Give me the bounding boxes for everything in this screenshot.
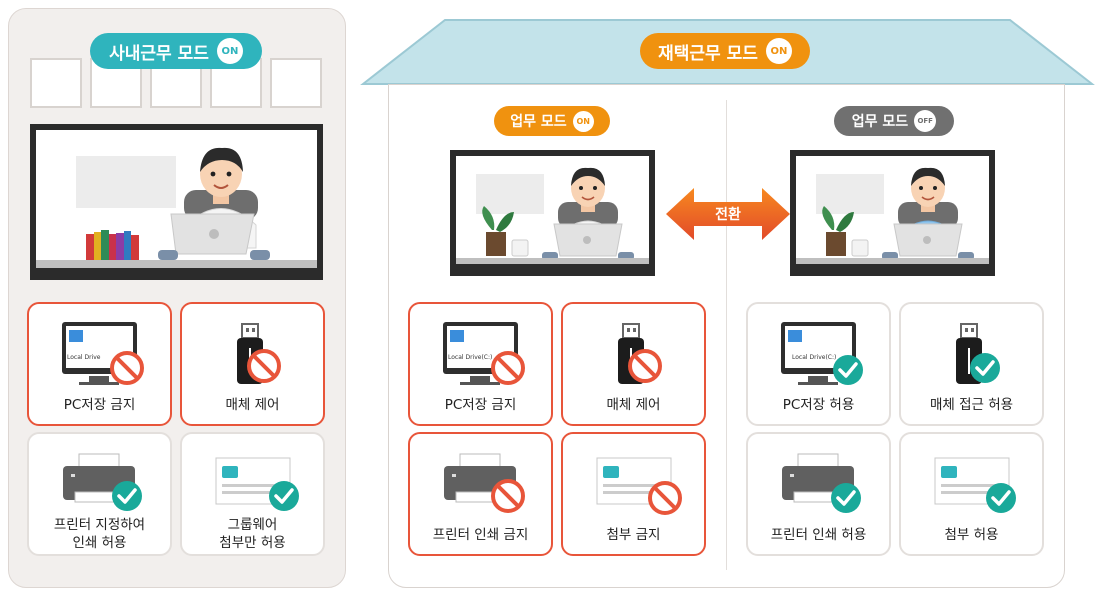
office-mode-switch: ON (216, 38, 243, 64)
printer-icon (63, 453, 142, 511)
work-off-card-label: 매체 접근 허용 (929, 397, 1014, 413)
office-mode-label: 사내근무 모드 (109, 43, 209, 64)
work-on-card-printer: 프린터 인쇄 금지 (408, 432, 553, 556)
office-card-label: 프린터 지정하여 인쇄 허용 (53, 517, 146, 551)
work-on-badge: 업무 모드 ON (494, 106, 610, 136)
work-on-scene (450, 150, 655, 276)
switch-label: 전환 (715, 207, 741, 223)
office-mode-badge: 사내근무 모드 ON (90, 33, 262, 69)
work-off-card-label: PC저장 허용 (782, 397, 855, 413)
office-worker-illustration (36, 147, 317, 268)
home-mode-badge: 재택근무 모드 ON (640, 33, 810, 69)
usb-icon (618, 323, 662, 384)
work-off-switch: OFF (914, 110, 937, 132)
work-off-card-label: 프린터 인쇄 허용 (770, 527, 867, 543)
office-card-label: 그룹웨어 첨부만 허용 (219, 517, 286, 551)
mode-divider (726, 100, 727, 570)
office-card-pc-storage: Local Drive PC저장 금지 (27, 302, 172, 426)
printer-icon (782, 453, 861, 513)
office-card-label: 매체 제어 (225, 397, 280, 413)
home-mode-label: 재택근무 모드 (658, 43, 758, 64)
office-card-media-control: 매체 제어 (180, 302, 325, 426)
attachment-icon (934, 457, 1016, 513)
pc-local-drive-text: Local Drive(C:) (448, 354, 493, 361)
attachment-icon (215, 457, 299, 511)
pc-local-drive-icon (62, 322, 144, 385)
work-off-badge: 업무 모드 OFF (834, 106, 954, 136)
work-on-card-attachment: 첨부 금지 (561, 432, 706, 556)
office-card-printer: 프린터 지정하여 인쇄 허용 (27, 432, 172, 556)
work-off-card-pc-storage: Local Drive(C:) PC저장 허용 (746, 302, 891, 426)
usb-icon (237, 323, 281, 384)
work-off-card-attachment: 첨부 허용 (899, 432, 1044, 556)
work-on-card-label: 프린터 인쇄 금지 (432, 527, 529, 543)
home-mode-switch: ON (765, 38, 792, 64)
pc-local-drive-icon (781, 322, 863, 385)
work-on-card-media-control: 매체 제어 (561, 302, 706, 426)
work-off-card-label: 첨부 허용 (944, 527, 999, 543)
double-arrow-icon (666, 188, 790, 240)
office-scene (30, 124, 323, 280)
usb-icon (956, 323, 1000, 384)
printer-icon (444, 453, 525, 513)
work-off-card-media-access: 매체 접근 허용 (899, 302, 1044, 426)
switch-arrow: 전환 (666, 188, 790, 240)
attachment-icon (596, 457, 682, 515)
work-on-card-label: 매체 제어 (606, 397, 661, 413)
work-on-label: 업무 모드 (510, 114, 567, 130)
home-worker-off-illustration (796, 167, 989, 264)
pc-local-drive-icon (443, 322, 525, 385)
home-worker-on-illustration (456, 167, 649, 264)
office-card-label: PC저장 금지 (63, 397, 136, 413)
pc-local-drive-text: Local Drive (67, 354, 101, 361)
pc-local-drive-text: Local Drive(C:) (792, 354, 837, 361)
work-off-label: 업무 모드 (851, 114, 909, 130)
work-on-card-label: 첨부 금지 (606, 527, 661, 543)
office-card-groupware: 그룹웨어 첨부만 허용 (180, 432, 325, 556)
work-on-card-pc-storage: Local Drive(C:) PC저장 금지 (408, 302, 553, 426)
work-on-switch: ON (572, 110, 594, 132)
work-off-scene (790, 150, 995, 276)
work-on-card-label: PC저장 금지 (444, 397, 517, 413)
work-off-card-printer: 프린터 인쇄 허용 (746, 432, 891, 556)
